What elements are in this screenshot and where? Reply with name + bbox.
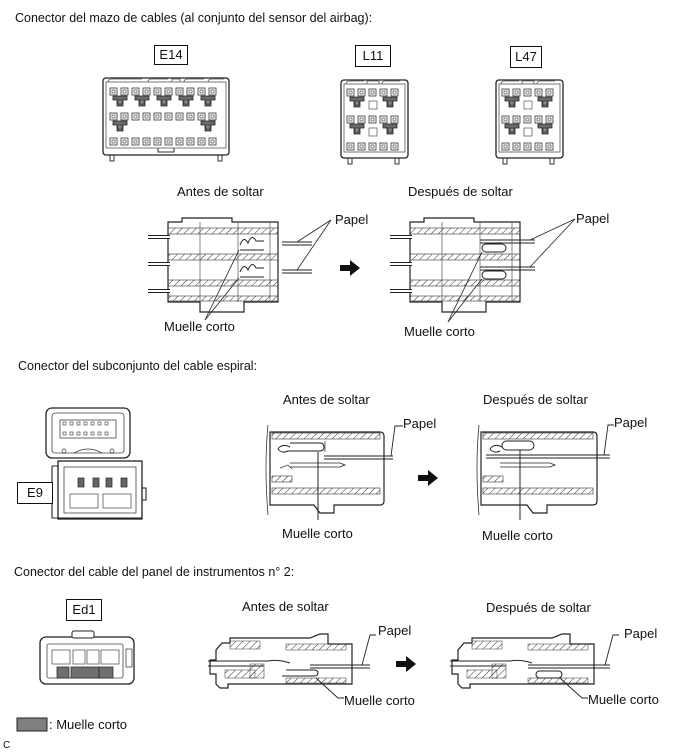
- section2-after-spring-label: Muelle corto: [482, 528, 553, 543]
- section3-after-spring-label: Muelle corto: [588, 692, 659, 707]
- section3-after-cross-section: [450, 633, 619, 699]
- connector-l47-drawing: [495, 79, 564, 165]
- section1-after-spring-label: Muelle corto: [404, 324, 475, 339]
- connector-label-ed1: Ed1: [66, 599, 102, 621]
- legend-swatch: [16, 717, 48, 732]
- section2-after-paper-label: Papel: [614, 415, 648, 430]
- section1-title: Conector del mazo de cables (al conjunto…: [15, 11, 373, 25]
- connector-label-l47: L47: [510, 46, 542, 68]
- section1-after-paper-label: Papel: [576, 211, 610, 226]
- section2-title: Conector del subconjunto del cable espir…: [18, 359, 258, 373]
- section3-after-label: Después de soltar: [486, 600, 591, 615]
- section1-before-paper-label: Papel: [335, 212, 369, 227]
- legend-label: : Muelle corto: [49, 717, 128, 732]
- connector-e14-drawing: [102, 77, 230, 162]
- section2-before-spring-label: Muelle corto: [282, 526, 353, 541]
- connector-l11-drawing: [340, 79, 409, 165]
- section2-after-cross-section: [476, 424, 614, 520]
- section3-before-paper-label: Papel: [378, 623, 412, 638]
- footer-code: C: [3, 740, 11, 751]
- connector-ed1-drawing: [39, 630, 135, 685]
- connector-e9-drawing: [45, 407, 147, 520]
- connector-label-e9: E9: [17, 482, 53, 504]
- section3-before-cross-section: [208, 633, 376, 699]
- section2-before-paper-label: Papel: [403, 416, 437, 431]
- section2-after-label: Después de soltar: [483, 392, 588, 407]
- arrow-right-icon: [418, 470, 438, 486]
- section3-before-spring-label: Muelle corto: [344, 693, 415, 708]
- arrow-right-icon: [340, 260, 360, 276]
- section2-before-label: Antes de soltar: [283, 392, 370, 407]
- section1-before-spring-label: Muelle corto: [164, 319, 235, 334]
- connector-label-e14: E14: [154, 45, 188, 65]
- section3-before-label: Antes de soltar: [242, 599, 329, 614]
- section1-after-cross-section: [390, 217, 576, 323]
- section3-title: Conector del cable del panel de instrume…: [14, 565, 295, 579]
- section2-before-cross-section: [265, 424, 403, 520]
- section3-after-paper-label: Papel: [624, 626, 658, 641]
- arrow-right-icon: [396, 656, 416, 672]
- section1-before-cross-section: [148, 217, 332, 321]
- connector-label-l11: L11: [355, 45, 391, 67]
- section1-before-label: Antes de soltar: [177, 184, 264, 199]
- section1-after-label: Después de soltar: [408, 184, 513, 199]
